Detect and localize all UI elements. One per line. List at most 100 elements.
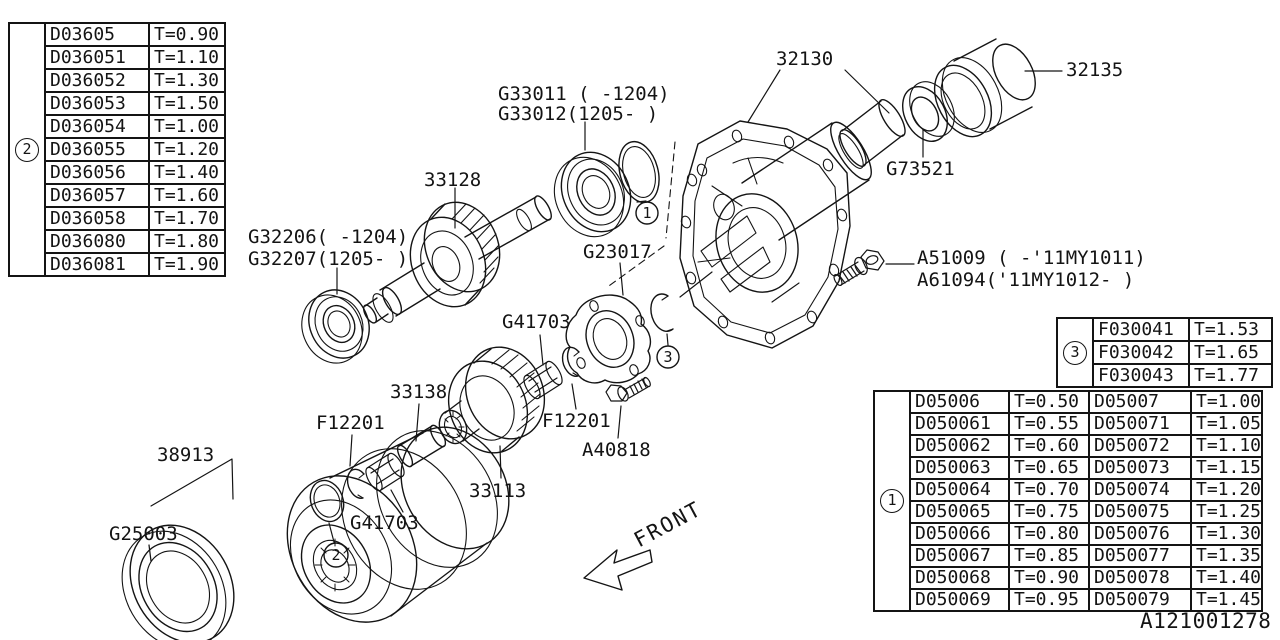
thickness-cell: T=1.30 [1190,522,1263,546]
thickness-cell: T=1.65 [1188,340,1273,365]
part-label-f12201-right: F12201 [542,410,611,432]
part-cell: F030043 [1092,363,1190,388]
part-cell: D036053 [44,91,150,116]
part-label-g33011: G33011 ( -1204) [498,83,670,105]
thickness-cell: T=1.50 [148,91,226,116]
gear-teeth-hatch-33128 [451,203,500,284]
part-cell: D050064 [909,478,1010,502]
transfer-case [679,120,851,349]
part-cell: D050075 [1088,500,1192,524]
gear-teeth-hatch-33113 [491,349,541,432]
part-label-f12201-left: F12201 [316,412,385,434]
part-label-g41703-upper: G41703 [502,311,571,333]
seal-g73521 [902,81,955,142]
part-cell: D050074 [1088,478,1192,502]
bearing-g32206 [301,289,370,364]
thickness-cell: T=0.75 [1008,500,1090,524]
callout-3-number: 3 [663,348,672,366]
part-cell: F030042 [1092,340,1190,365]
part-label-g73521: G73521 [886,158,955,180]
part-cell: D05006 [909,390,1010,414]
main-shaft-33128 [362,195,552,324]
callout-2-number: 2 [331,546,340,564]
spacer-cylinder [839,98,906,168]
drum-38913 [286,426,510,623]
part-label-g33012: G33012(1205- ) [498,103,659,125]
callout-2-table-badge: 2 [15,137,39,162]
output-shaft-32130 [741,121,872,241]
thickness-cell: T=1.10 [148,45,226,70]
shim-table-3-callout-cell: 3 [1056,317,1094,388]
thickness-cell: T=0.90 [148,22,226,47]
part-label-32130: 32130 [776,48,834,70]
thickness-cell: T=1.10 [1190,434,1263,458]
thickness-cell: T=1.20 [148,137,226,162]
thickness-cell: T=0.50 [1008,390,1090,414]
part-label-g41703-lower: G41703 [350,512,419,534]
dashed-guides [605,141,676,289]
bolt-a51009 [833,249,885,287]
part-label-a61094: A61094('11MY1012- ) [917,269,1135,291]
thickness-cell: T=1.45 [1190,588,1263,612]
thickness-cell: T=0.80 [1008,522,1090,546]
part-cell: D036056 [44,160,150,185]
thickness-cell: T=1.80 [148,229,226,254]
part-cell: D050068 [909,566,1010,590]
part-label-g23017: G23017 [583,241,652,263]
thickness-cell: T=1.00 [1190,390,1263,414]
thickness-cell: T=1.70 [148,206,226,231]
part-cell: D050078 [1088,566,1192,590]
seal-g25003 [121,524,235,640]
part-cell: D050063 [909,456,1010,480]
bearing-g33011 [553,151,632,238]
part-label-g25003: G25003 [109,523,178,545]
callout-1-number: 1 [642,204,651,222]
thickness-cell: T=1.77 [1188,363,1273,388]
shim-table-1-callout-cell: 1 [873,390,911,612]
thickness-cell: T=0.90 [1008,566,1090,590]
retainer-plate-g23017 [565,294,652,384]
thickness-cell: T=1.90 [148,252,226,277]
thickness-cell: T=1.25 [1190,500,1263,524]
leader-lines [148,69,1063,562]
part-cell: D050062 [909,434,1010,458]
part-cell: D050073 [1088,456,1192,480]
thickness-cell: T=0.85 [1008,544,1090,568]
thickness-cell: T=1.00 [148,114,226,139]
thickness-cell: T=0.95 [1008,588,1090,612]
part-label-a51009: A51009 ( -'11MY1011) [917,247,1146,269]
part-cell: D036057 [44,183,150,208]
part-cell: D050076 [1088,522,1192,546]
part-cell: D036058 [44,206,150,231]
part-cell: D036080 [44,229,150,254]
part-cell: D050077 [1088,544,1192,568]
shim-table-2-callout-cell: 2 [8,22,46,277]
thickness-cell: T=1.30 [148,68,226,93]
part-label-g32207: G32207(1205- ) [248,248,409,270]
part-label-33138: 33138 [390,381,448,403]
thickness-cell: T=0.65 [1008,456,1090,480]
front-arrow [583,549,653,591]
bushing-g41703-upper [523,360,563,400]
thickness-cell: T=1.20 [1190,478,1263,502]
part-cell: D050069 [909,588,1010,612]
drawing-id: A121001278 [1140,609,1272,633]
sleeve-32135 [933,38,1036,138]
oring-callout-1 [618,140,660,204]
bolt-a40818 [605,376,651,402]
part-cell: D036054 [44,114,150,139]
part-cell: D036055 [44,137,150,162]
callout-3-badge: 3 [656,345,680,369]
part-cell: D036052 [44,68,150,93]
snap-ring-f12201-left [346,468,365,499]
part-cell: D036051 [44,45,150,70]
part-label-32135: 32135 [1066,59,1124,81]
thickness-cell: T=0.70 [1008,478,1090,502]
part-cell: D050071 [1088,412,1192,436]
part-label-33128: 33128 [424,169,482,191]
thickness-cell: T=1.60 [148,183,226,208]
